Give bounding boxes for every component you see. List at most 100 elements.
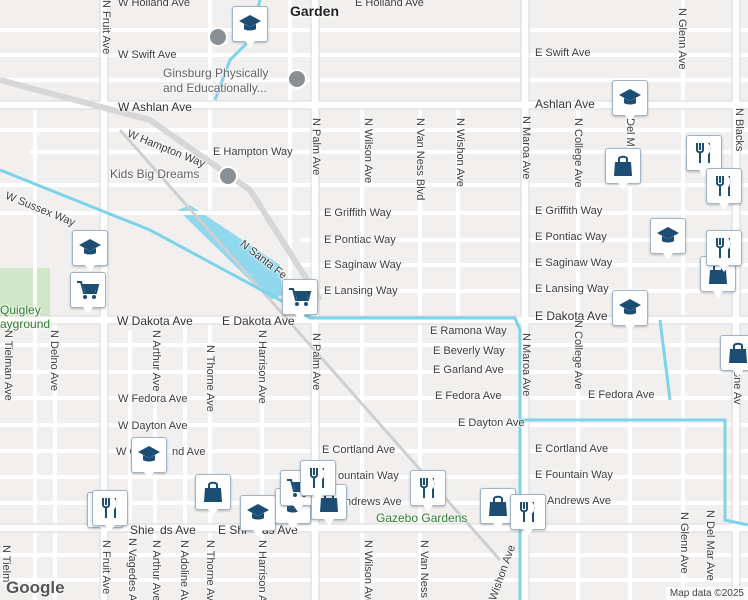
street-label: E Fedora Ave (588, 389, 655, 401)
restaurant-pin-icon[interactable] (686, 135, 722, 177)
school-pin-icon[interactable] (650, 218, 686, 260)
street-label: E Swift Ave (535, 47, 591, 59)
street-label: E Fountain Way (535, 469, 613, 481)
street-label: W Swift Ave (118, 49, 177, 61)
street-label: N Fruit Ave (100, 540, 112, 595)
street-label: E Pontiac Way (535, 231, 607, 243)
city-label: Garden (290, 3, 340, 19)
poi-label[interactable]: Ginsburg Physically (163, 66, 269, 80)
street-label: E Garland Ave (433, 364, 504, 376)
street-label: E Saginaw Way (535, 257, 613, 269)
street-label: N Vagedes Ave (126, 538, 138, 600)
street-label: E Griffith Way (324, 207, 392, 219)
park-label: Quigley (0, 303, 41, 317)
street-label: N Tielman Ave (2, 330, 14, 401)
street-label: N Glenn Ave (676, 8, 688, 70)
street-label: N Wishon Ave (454, 118, 466, 187)
place-poi-dot[interactable] (218, 166, 238, 186)
street-label: N Harrison Ave (256, 330, 268, 404)
street-label: E Shi (218, 523, 247, 537)
street-label: E Saginaw Way (324, 259, 402, 271)
school-poi-dot[interactable] (208, 27, 228, 47)
street-label: N Thorne Ave (204, 345, 216, 412)
street-label: E Fedora Ave (435, 390, 502, 402)
street-label: W Fedora Ave (118, 393, 188, 405)
street-label: Ashlan Ave (535, 97, 595, 111)
school-pin-icon[interactable] (72, 230, 108, 272)
street-label: E Dayton Ave (458, 417, 525, 429)
poi-label[interactable]: and Educationally... (163, 81, 267, 95)
highway-diagonal (0, 77, 323, 302)
restaurant-pin-icon[interactable] (510, 494, 546, 536)
street-label: N Maroa Ave (520, 333, 532, 397)
street-label: E Dakota Ave (535, 309, 608, 323)
shopping-cart-pin-icon[interactable] (282, 279, 318, 321)
street-label: ountain Way (338, 470, 399, 482)
street-label: N Thorne Ave (204, 540, 216, 600)
shopping-cart-pin-icon[interactable] (70, 272, 106, 314)
shopping-bag-pin-icon[interactable] (720, 335, 748, 377)
street-label: N Harrison A (256, 540, 268, 600)
street-label: ndrews Ave (345, 496, 402, 508)
street-label: N Arthur Ave (150, 330, 162, 392)
street-label: W Dakota Ave (117, 314, 193, 328)
street-label: N Maroa Ave (520, 116, 532, 180)
street-label: E Griffith Way (535, 205, 603, 217)
street-label: N Del Mar Ave (704, 510, 716, 581)
park-label: ayground (0, 317, 51, 331)
street-label: N College Ave (572, 118, 584, 188)
street-label: N Arthur Ave (150, 540, 162, 600)
street-label: Del M (624, 118, 636, 147)
street-label: N Wilson Ave (362, 540, 374, 600)
street-label: Andrews Ave (547, 495, 612, 507)
school-poi-dot[interactable] (287, 69, 307, 89)
school-pin-icon[interactable] (240, 495, 276, 537)
restaurant-pin-icon[interactable] (92, 490, 128, 532)
street-label: E Lansing Way (324, 285, 398, 297)
street-label: E Pontiac Way (324, 234, 396, 246)
street-label: N Wilson Ave (362, 118, 374, 184)
park-label[interactable]: Gazebo Gardens (376, 511, 468, 525)
street-label: E Cortland Ave (535, 443, 609, 455)
street-label: W Ashlan Ave (118, 100, 192, 114)
restaurant-pin-icon[interactable] (706, 230, 742, 272)
street-label: E Lansing Way (535, 283, 609, 295)
street-label: N Van Ness (418, 540, 430, 598)
school-pin-icon[interactable] (612, 80, 648, 122)
map-attribution[interactable]: Map data ©2025 (665, 587, 748, 600)
street-label: N Adoline Ave (178, 540, 190, 600)
street-label: E Holland Ave (355, 0, 424, 9)
restaurant-pin-icon[interactable] (410, 470, 446, 512)
restaurant-pin-icon[interactable] (300, 460, 336, 502)
street-label: N Palm Ave (310, 333, 322, 391)
street-label: E Hampton Way (213, 146, 293, 158)
street-label: W Holland Ave (118, 0, 190, 9)
street-label: ds Ave (160, 523, 196, 537)
street-label: N Tielm (0, 545, 12, 583)
school-pin-icon[interactable] (232, 6, 268, 48)
street-label: N Delno Ave (48, 330, 60, 391)
street-label: Shie (130, 523, 155, 537)
school-pin-icon[interactable] (131, 437, 167, 479)
street-label: E Ramona Way (430, 325, 507, 337)
street-label: N Van Ness Blvd (414, 118, 426, 201)
street-label: N College Ave (572, 320, 584, 390)
street-label: E Cortland Ave (322, 444, 396, 456)
street-label: nd Ave (172, 446, 206, 458)
minor-streets-vertical (33, 0, 685, 600)
street-label: N Glenn Ave (678, 512, 690, 574)
street-label: E Dakota Ave (222, 314, 295, 328)
street-label: E Beverly Way (433, 345, 505, 357)
poi-label[interactable]: Kids Big Dreams (110, 167, 200, 181)
street-label: N Blacks (733, 108, 745, 152)
restaurant-pin-icon[interactable] (706, 168, 742, 210)
street-label: N Fruit Ave (100, 0, 112, 55)
shopping-bag-pin-icon[interactable] (195, 474, 231, 516)
street-label: N Palm Ave (310, 118, 322, 176)
park-area (0, 268, 50, 318)
school-pin-icon[interactable] (612, 290, 648, 332)
shopping-bag-pin-icon[interactable] (605, 148, 641, 190)
google-logo: Google (6, 578, 65, 597)
street-label: W Dayton Ave (118, 420, 188, 432)
